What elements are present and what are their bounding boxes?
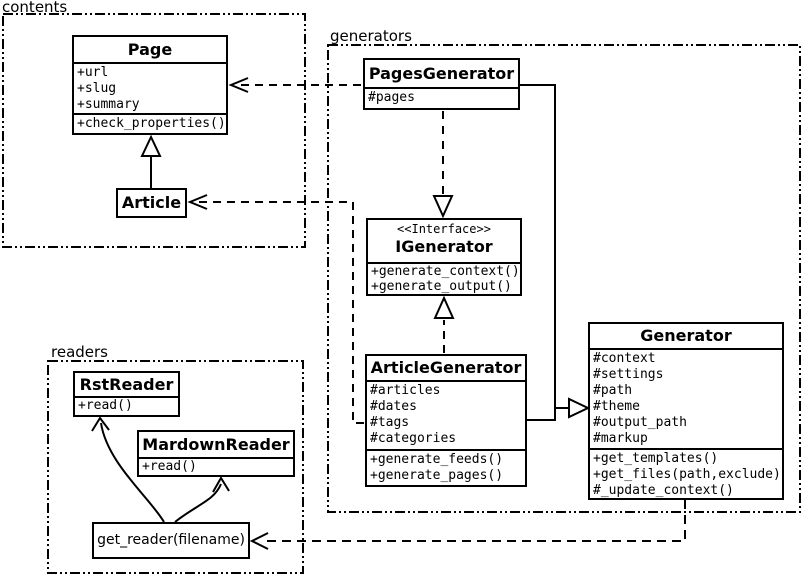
class-box-page: Page +url +slug +summary +check_properti… xyxy=(72,35,228,135)
method-line: +generate_feeds() xyxy=(370,452,504,467)
attr-line: #articles xyxy=(370,383,441,398)
attr-line: #path xyxy=(593,383,633,398)
attrs-section-generator: #context #settings #path #theme #output_… xyxy=(590,348,782,448)
attrs-section-articlegenerator: #articles #dates #tags #categories xyxy=(367,380,525,449)
class-title-mardownreader: MardownReader xyxy=(142,435,290,454)
package-border-contents xyxy=(2,13,306,248)
attr-line: #output_path xyxy=(593,415,687,430)
class-title-articlegenerator: ArticleGenerator xyxy=(370,358,522,377)
method-line: +generate_output() xyxy=(371,279,512,294)
association-getreader-to-mardownreader-curve xyxy=(174,483,222,523)
header-section-igenerator: <<Interface>> IGenerator xyxy=(368,220,520,262)
attr-line: +summary xyxy=(77,97,140,112)
class-box-rstreader: RstReader +read() xyxy=(73,371,180,417)
package-label-readers: readers xyxy=(51,343,108,361)
class-box-mardownreader: MardownReader +read() xyxy=(137,430,295,477)
class-title-article: Article xyxy=(121,193,182,212)
dependency-articlegenerator-to-article-line xyxy=(197,201,364,424)
attr-line: #settings xyxy=(593,367,664,382)
class-box-pagesgenerator: PagesGenerator #pages xyxy=(363,58,520,110)
methods-section-mardownreader: +read() xyxy=(139,457,293,475)
method-line: +read() xyxy=(142,459,197,474)
attr-line: #tags xyxy=(370,415,410,430)
node-box-getreader: get_reader(filename) xyxy=(92,522,250,559)
hollow-triangle-icon-igenerator-bottom xyxy=(433,295,455,319)
open-arrowhead-icon-rstreader xyxy=(91,416,110,432)
class-box-article: Article xyxy=(116,188,187,218)
class-title-pagesgenerator: PagesGenerator xyxy=(368,64,515,83)
method-line: +generate_context() xyxy=(371,264,520,279)
class-title-igenerator: IGenerator xyxy=(395,237,493,256)
methods-section-rstreader: +read() xyxy=(75,396,178,415)
method-line: +get_files(path,exclude) xyxy=(593,467,781,482)
association-getreader-to-rstreader-curve xyxy=(100,422,165,523)
hollow-triangle-icon-page xyxy=(140,134,162,157)
class-title-rstreader: RstReader xyxy=(79,375,174,394)
attr-line: #dates xyxy=(370,399,417,414)
class-title-page: Page xyxy=(127,40,173,59)
class-box-igenerator: <<Interface>> IGenerator +generate_conte… xyxy=(366,218,522,296)
attr-line: +url xyxy=(77,65,109,80)
attr-line: #theme xyxy=(593,399,640,414)
open-arrowhead-icon-article xyxy=(187,194,208,210)
attr-line: +slug xyxy=(77,81,117,96)
open-arrowhead-icon-page xyxy=(228,77,249,93)
method-line: +generate_pages() xyxy=(370,468,504,483)
open-arrowhead-icon-getreader xyxy=(249,532,269,550)
hollow-triangle-icon-generator xyxy=(568,397,591,419)
methods-section-page: +check_properties() xyxy=(74,113,226,135)
package-border-readers xyxy=(47,360,304,574)
methods-section-igenerator: +generate_context() +generate_output() xyxy=(368,262,520,294)
open-arrowhead-icon-mardownreader xyxy=(212,476,230,493)
attr-line: #categories xyxy=(370,431,457,446)
method-line: +read() xyxy=(78,398,133,413)
hollow-triangle-icon-igenerator-top xyxy=(432,195,454,219)
method-line: +get_templates() xyxy=(593,451,719,466)
generalization-articlegenerator-to-generator-line xyxy=(526,408,556,421)
attr-line: #pages xyxy=(368,90,415,105)
methods-section-articlegenerator: +generate_feeds() +generate_pages() xyxy=(367,449,525,485)
class-stereotype-igenerator: <<Interface>> xyxy=(397,222,491,236)
package-border-generators xyxy=(327,44,801,513)
method-line: #_update_context() xyxy=(593,483,734,498)
class-box-generator: Generator #context #settings #path #them… xyxy=(588,322,784,500)
method-line: +check_properties() xyxy=(77,116,226,131)
attrs-section-pagesgenerator: #pages xyxy=(365,87,518,108)
class-title-generator: Generator xyxy=(640,326,732,345)
dependency-generator-to-getreader-line xyxy=(265,500,686,542)
attrs-section-page: +url +slug +summary xyxy=(74,62,226,113)
methods-section-generator: +get_templates() +get_files(path,exclude… xyxy=(590,448,782,498)
generalization-pagesgenerator-to-generator-line xyxy=(520,84,568,409)
class-box-articlegenerator: ArticleGenerator #articles #dates #tags … xyxy=(365,354,527,487)
node-label-getreader: get_reader(filename) xyxy=(97,532,245,548)
package-label-generators: generators xyxy=(330,27,412,45)
attr-line: #markup xyxy=(593,431,648,446)
attr-line: #context xyxy=(593,351,656,366)
package-label-contents: contents xyxy=(2,0,68,16)
